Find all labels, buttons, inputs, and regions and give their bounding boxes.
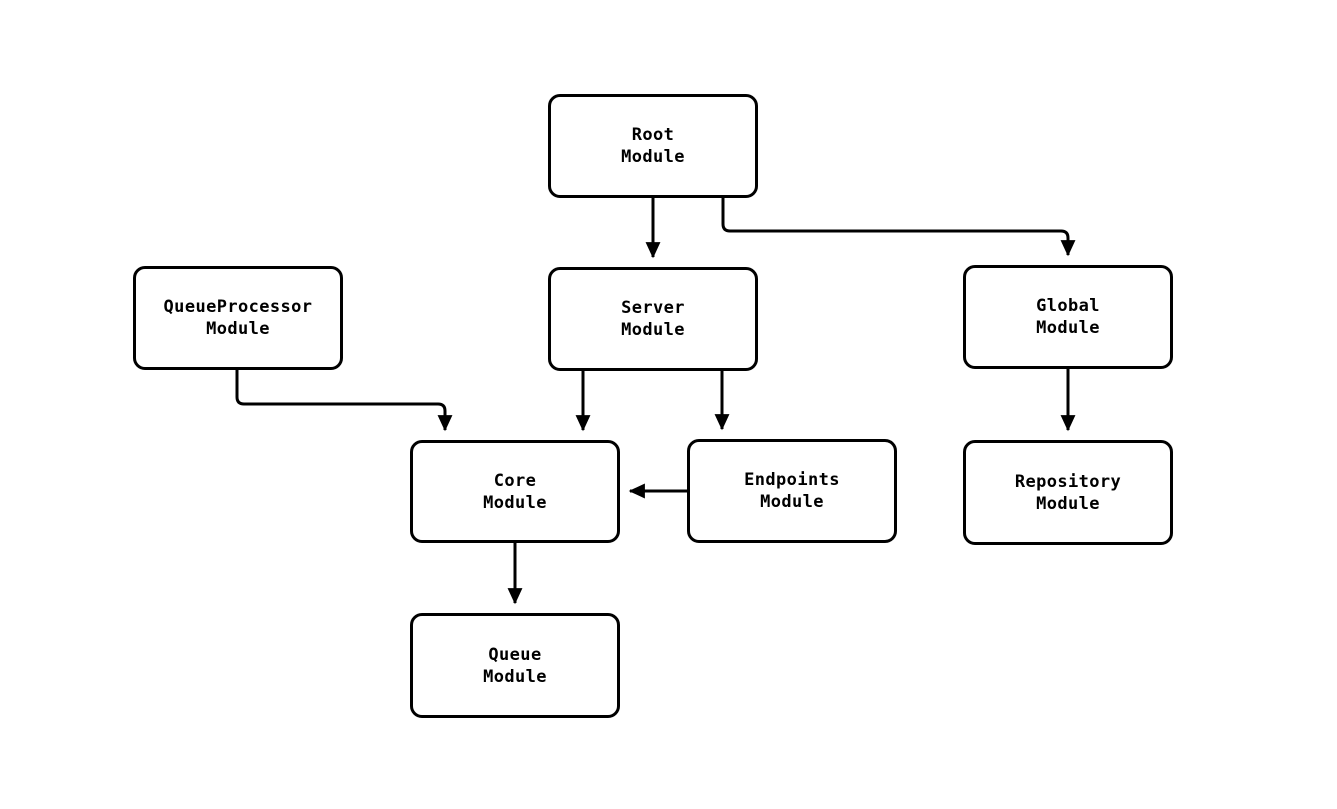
node-server-module-suffix: Module xyxy=(621,320,685,340)
node-repository-module[interactable]: Repository Module xyxy=(963,440,1173,545)
node-server-module-name: Server xyxy=(621,298,685,318)
node-server-module[interactable]: Server Module xyxy=(548,267,758,371)
node-repository-module-suffix: Module xyxy=(1036,493,1100,514)
node-global-module[interactable]: Global Module xyxy=(963,265,1173,369)
node-endpoints-module-suffix: Module xyxy=(760,492,824,512)
edge-queueprocessor-core xyxy=(235,370,453,432)
node-queueprocessor-module[interactable]: QueueProcessor Module xyxy=(133,266,343,370)
edge-root-global xyxy=(721,198,1076,257)
node-root-module[interactable]: Root Module xyxy=(548,94,758,198)
node-endpoints-module-name: Endpoints xyxy=(744,470,840,490)
node-repository-module-name: Repository xyxy=(1014,471,1122,492)
node-endpoints-module[interactable]: Endpoints Module xyxy=(687,439,897,543)
node-core-module[interactable]: Core Module xyxy=(410,440,620,543)
node-queue-module-name: Queue xyxy=(488,644,542,665)
node-core-module-name: Core xyxy=(493,470,537,491)
node-root-module-name: Root xyxy=(631,125,675,145)
node-global-module-suffix: Module xyxy=(1036,318,1100,338)
node-core-module-suffix: Module xyxy=(483,492,547,513)
node-global-module-name: Global xyxy=(1036,296,1100,316)
node-queue-module-suffix: Module xyxy=(483,666,547,687)
node-queue-module[interactable]: Queue Module xyxy=(410,613,620,718)
node-queueprocessor-module-suffix: Module xyxy=(206,319,270,339)
node-queueprocessor-module-name: QueueProcessor xyxy=(163,297,313,317)
node-root-module-suffix: Module xyxy=(621,147,685,167)
